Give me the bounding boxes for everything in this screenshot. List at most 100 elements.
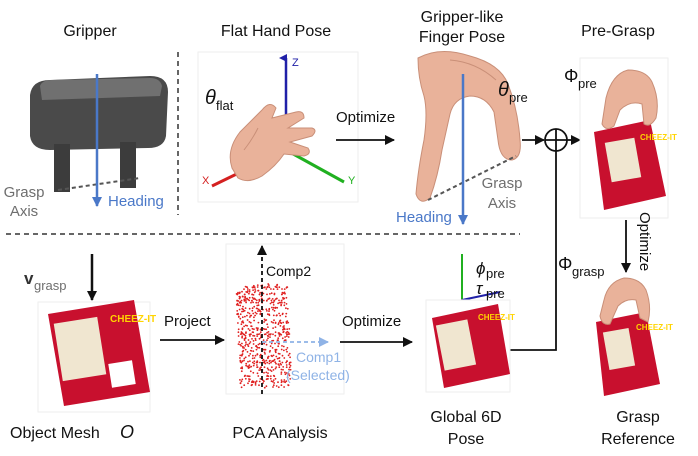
pca-point [242, 321, 245, 324]
pca-point [248, 307, 251, 310]
pca-point [266, 286, 269, 289]
pca-point [238, 297, 241, 300]
global-axis-x [461, 291, 501, 301]
pca-point [270, 321, 273, 323]
global-pose-box: CHEEZ-IT [432, 304, 515, 388]
pca-point [243, 357, 246, 360]
pca-point [265, 371, 268, 374]
pca-point [251, 361, 254, 364]
pca-point [288, 333, 291, 335]
pca-point [246, 319, 249, 321]
pca-point [245, 343, 247, 345]
pca-point [241, 367, 244, 370]
pca-point [284, 371, 286, 374]
pca-point [245, 301, 248, 304]
grasp-box: CHEEZ-IT [596, 312, 673, 396]
pca-point [269, 377, 272, 380]
pca-point [242, 345, 244, 348]
pca-point [266, 323, 269, 326]
pca-point [256, 284, 259, 286]
pca-point [266, 331, 268, 334]
pca-point [243, 359, 245, 362]
pca-point [256, 372, 259, 375]
pca-point [278, 342, 280, 345]
pca-point [248, 354, 250, 357]
pca-point [249, 335, 251, 337]
combine-plus-icon [544, 128, 568, 152]
theta-pre-symbol: θ [498, 79, 509, 101]
svg-text:CHEEZ-IT: CHEEZ-IT [640, 133, 677, 142]
pca-point [263, 366, 266, 369]
pca-point [254, 288, 256, 290]
pca-point [251, 357, 254, 360]
pca-point [280, 299, 283, 302]
pca-point [289, 356, 291, 359]
pca-point [277, 323, 280, 326]
pca-point [251, 296, 254, 299]
pca-point [287, 354, 290, 357]
pca-point [265, 288, 268, 290]
pca-point [244, 324, 247, 327]
pca-point [269, 336, 271, 338]
pca-point [254, 354, 257, 357]
pca-point [269, 293, 271, 295]
pca-point [262, 361, 265, 364]
project-label: Project [164, 313, 212, 330]
pca-point [254, 290, 257, 292]
pca-point [272, 314, 275, 317]
pca-point [244, 315, 246, 318]
pca-point [252, 312, 255, 315]
pca-point [267, 368, 270, 371]
pca-point [245, 291, 248, 293]
pca-point [283, 349, 285, 352]
pca-point [277, 337, 280, 340]
pca-point [243, 299, 246, 302]
pca-point [277, 381, 279, 384]
pca-point [273, 319, 275, 322]
pca-point [277, 363, 280, 366]
pca-point [285, 361, 287, 364]
axis-x-label: X [202, 175, 210, 187]
pca-point [246, 288, 249, 290]
pca-point [248, 366, 251, 369]
pca-point [271, 366, 273, 369]
grasp-reference-label-2: Reference [601, 431, 675, 448]
pca-point [281, 361, 284, 364]
pca-point [266, 334, 269, 337]
pca-point [265, 308, 268, 311]
pca-point [253, 305, 256, 308]
pca-point [256, 353, 259, 355]
pca-point [267, 372, 269, 374]
pca-point [259, 378, 262, 380]
pca-point [255, 301, 258, 304]
pca-point [284, 373, 287, 376]
pca-point [263, 321, 265, 323]
pca-point [281, 313, 284, 316]
pca-point [265, 385, 268, 388]
pca-point [285, 296, 288, 299]
pca-point [252, 371, 255, 374]
pca-point [258, 384, 260, 387]
pca-point [263, 380, 265, 383]
pca-point [244, 344, 247, 347]
pca-point [263, 386, 266, 389]
phi-pre-symbol: Φ [564, 66, 578, 86]
object-mesh-symbol: O [120, 422, 134, 442]
pca-point [271, 347, 274, 349]
pca-point [247, 382, 249, 385]
pca-point [285, 303, 288, 305]
pca-point [273, 300, 275, 302]
pca-point [242, 295, 244, 298]
pca-point [251, 307, 254, 310]
pca-point [263, 328, 266, 331]
pca-point [272, 321, 274, 324]
pca-point [281, 288, 283, 290]
pca-point [285, 364, 288, 366]
pca-point [241, 378, 244, 381]
pca-point [248, 296, 251, 299]
pca-point [251, 293, 254, 296]
pca-point [250, 301, 252, 304]
pca-point [237, 300, 240, 302]
pca-point [241, 328, 244, 331]
